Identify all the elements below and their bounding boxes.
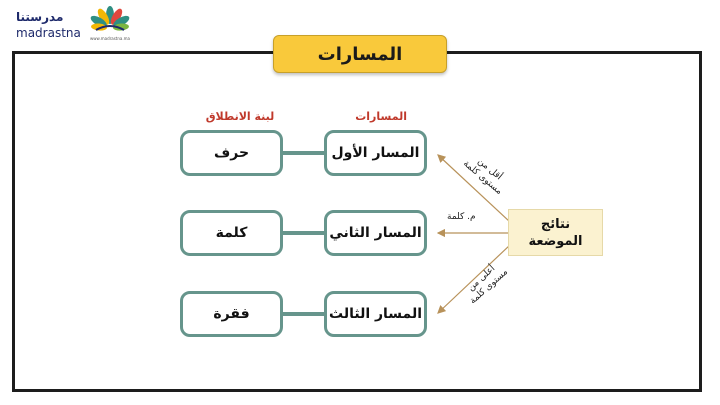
diagram-title: المسارات <box>273 35 447 73</box>
paths-column-header: المسارات <box>355 110 407 123</box>
arrow-to-path1 <box>437 154 511 223</box>
path-2-box: المسار الثاني <box>324 210 427 256</box>
start-3-box: فقرة <box>180 291 283 337</box>
result-line1: نتائج <box>540 216 571 232</box>
start-1-box: حرف <box>180 130 283 176</box>
start-column-header: لبنة الانطلاق <box>205 110 275 123</box>
note-word-level: م. كلمة <box>447 212 476 222</box>
madrastna-logo: مدرستنا madrastna www.madrastna.ma <box>14 4 139 44</box>
path-3-box: المسار الثالث <box>324 291 427 337</box>
placement-results-box: نتائج الموضعة <box>508 209 603 256</box>
path-1-box: المسار الأول <box>324 130 427 176</box>
logo-tagline: www.madrastna.ma <box>90 36 130 41</box>
arrow-to-path3 <box>437 244 511 314</box>
result-line2: الموضعة <box>528 233 583 249</box>
flower-logo-icon <box>90 6 130 31</box>
logo-latin-text: madrastna <box>16 26 81 40</box>
start-2-box: كلمة <box>180 210 283 256</box>
logo-arabic-text: مدرستنا <box>16 10 64 24</box>
